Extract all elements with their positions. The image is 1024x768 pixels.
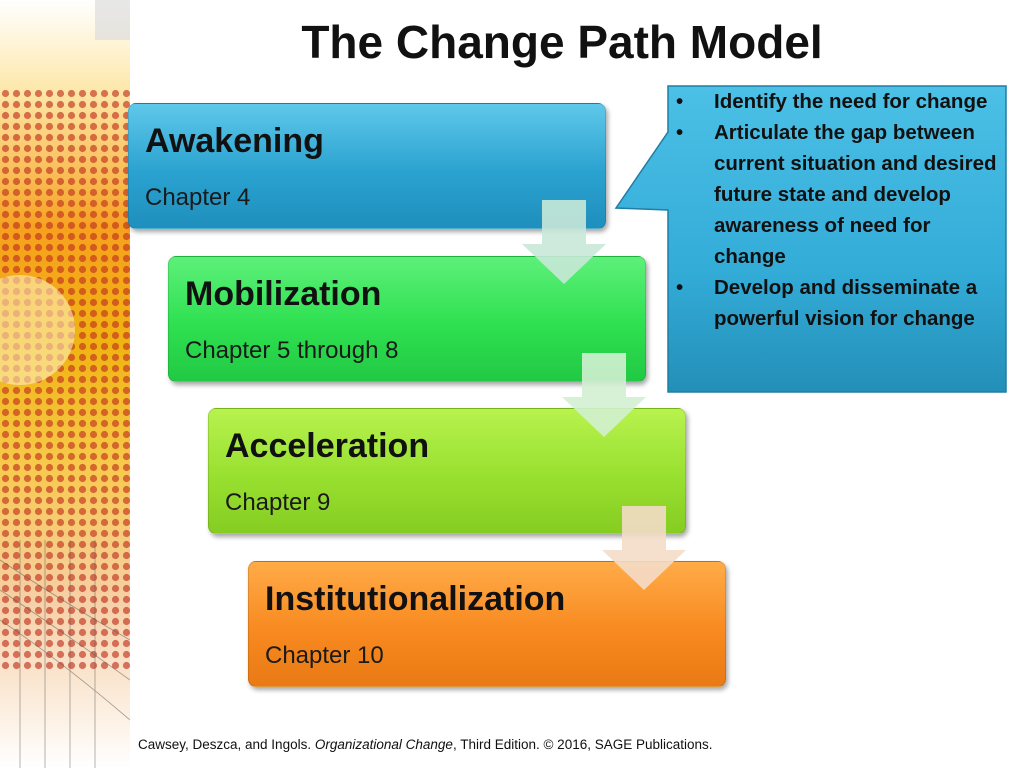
bullet-icon: •	[676, 90, 684, 113]
stage-name: Acceleration	[225, 427, 430, 465]
list-item: •Identify the need for change	[668, 86, 1000, 117]
footer-book-title: Organizational Change	[314, 737, 453, 752]
stage-name: Mobilization	[185, 275, 382, 313]
down-arrow-icon	[562, 353, 646, 437]
list-item: •Develop and disseminate a powerful visi…	[668, 272, 1000, 334]
stage-chapter: Chapter 5 through 8	[185, 337, 399, 364]
stage-chapter: Chapter 10	[265, 642, 384, 669]
down-arrow-icon	[602, 506, 686, 590]
stage-awakening: Awakening Chapter 4	[128, 103, 606, 229]
footer-authors: Cawsey, Deszca, and Ingols.	[138, 737, 315, 752]
stage-chapter: Chapter 9	[225, 489, 331, 516]
bullet-icon: •	[676, 276, 684, 299]
down-arrow-icon	[522, 200, 606, 284]
stage-name: Awakening	[145, 122, 324, 160]
footer-citation: Cawsey, Deszca, and Ingols. Organization…	[138, 737, 1018, 752]
stage-name: Institutionalization	[265, 580, 566, 618]
list-item: •Articulate the gap between current situ…	[668, 117, 1000, 272]
callout-list: •Identify the need for change •Articulat…	[668, 86, 1000, 392]
page-title: The Change Path Model	[301, 16, 823, 68]
decorative-side-graphic	[0, 0, 130, 768]
callout-box	[614, 85, 1007, 393]
stage-chapter: Chapter 4	[145, 184, 251, 211]
bullet-icon: •	[676, 121, 684, 144]
footer-rest: , Third Edition. © 2016, SAGE Publicatio…	[452, 737, 713, 752]
